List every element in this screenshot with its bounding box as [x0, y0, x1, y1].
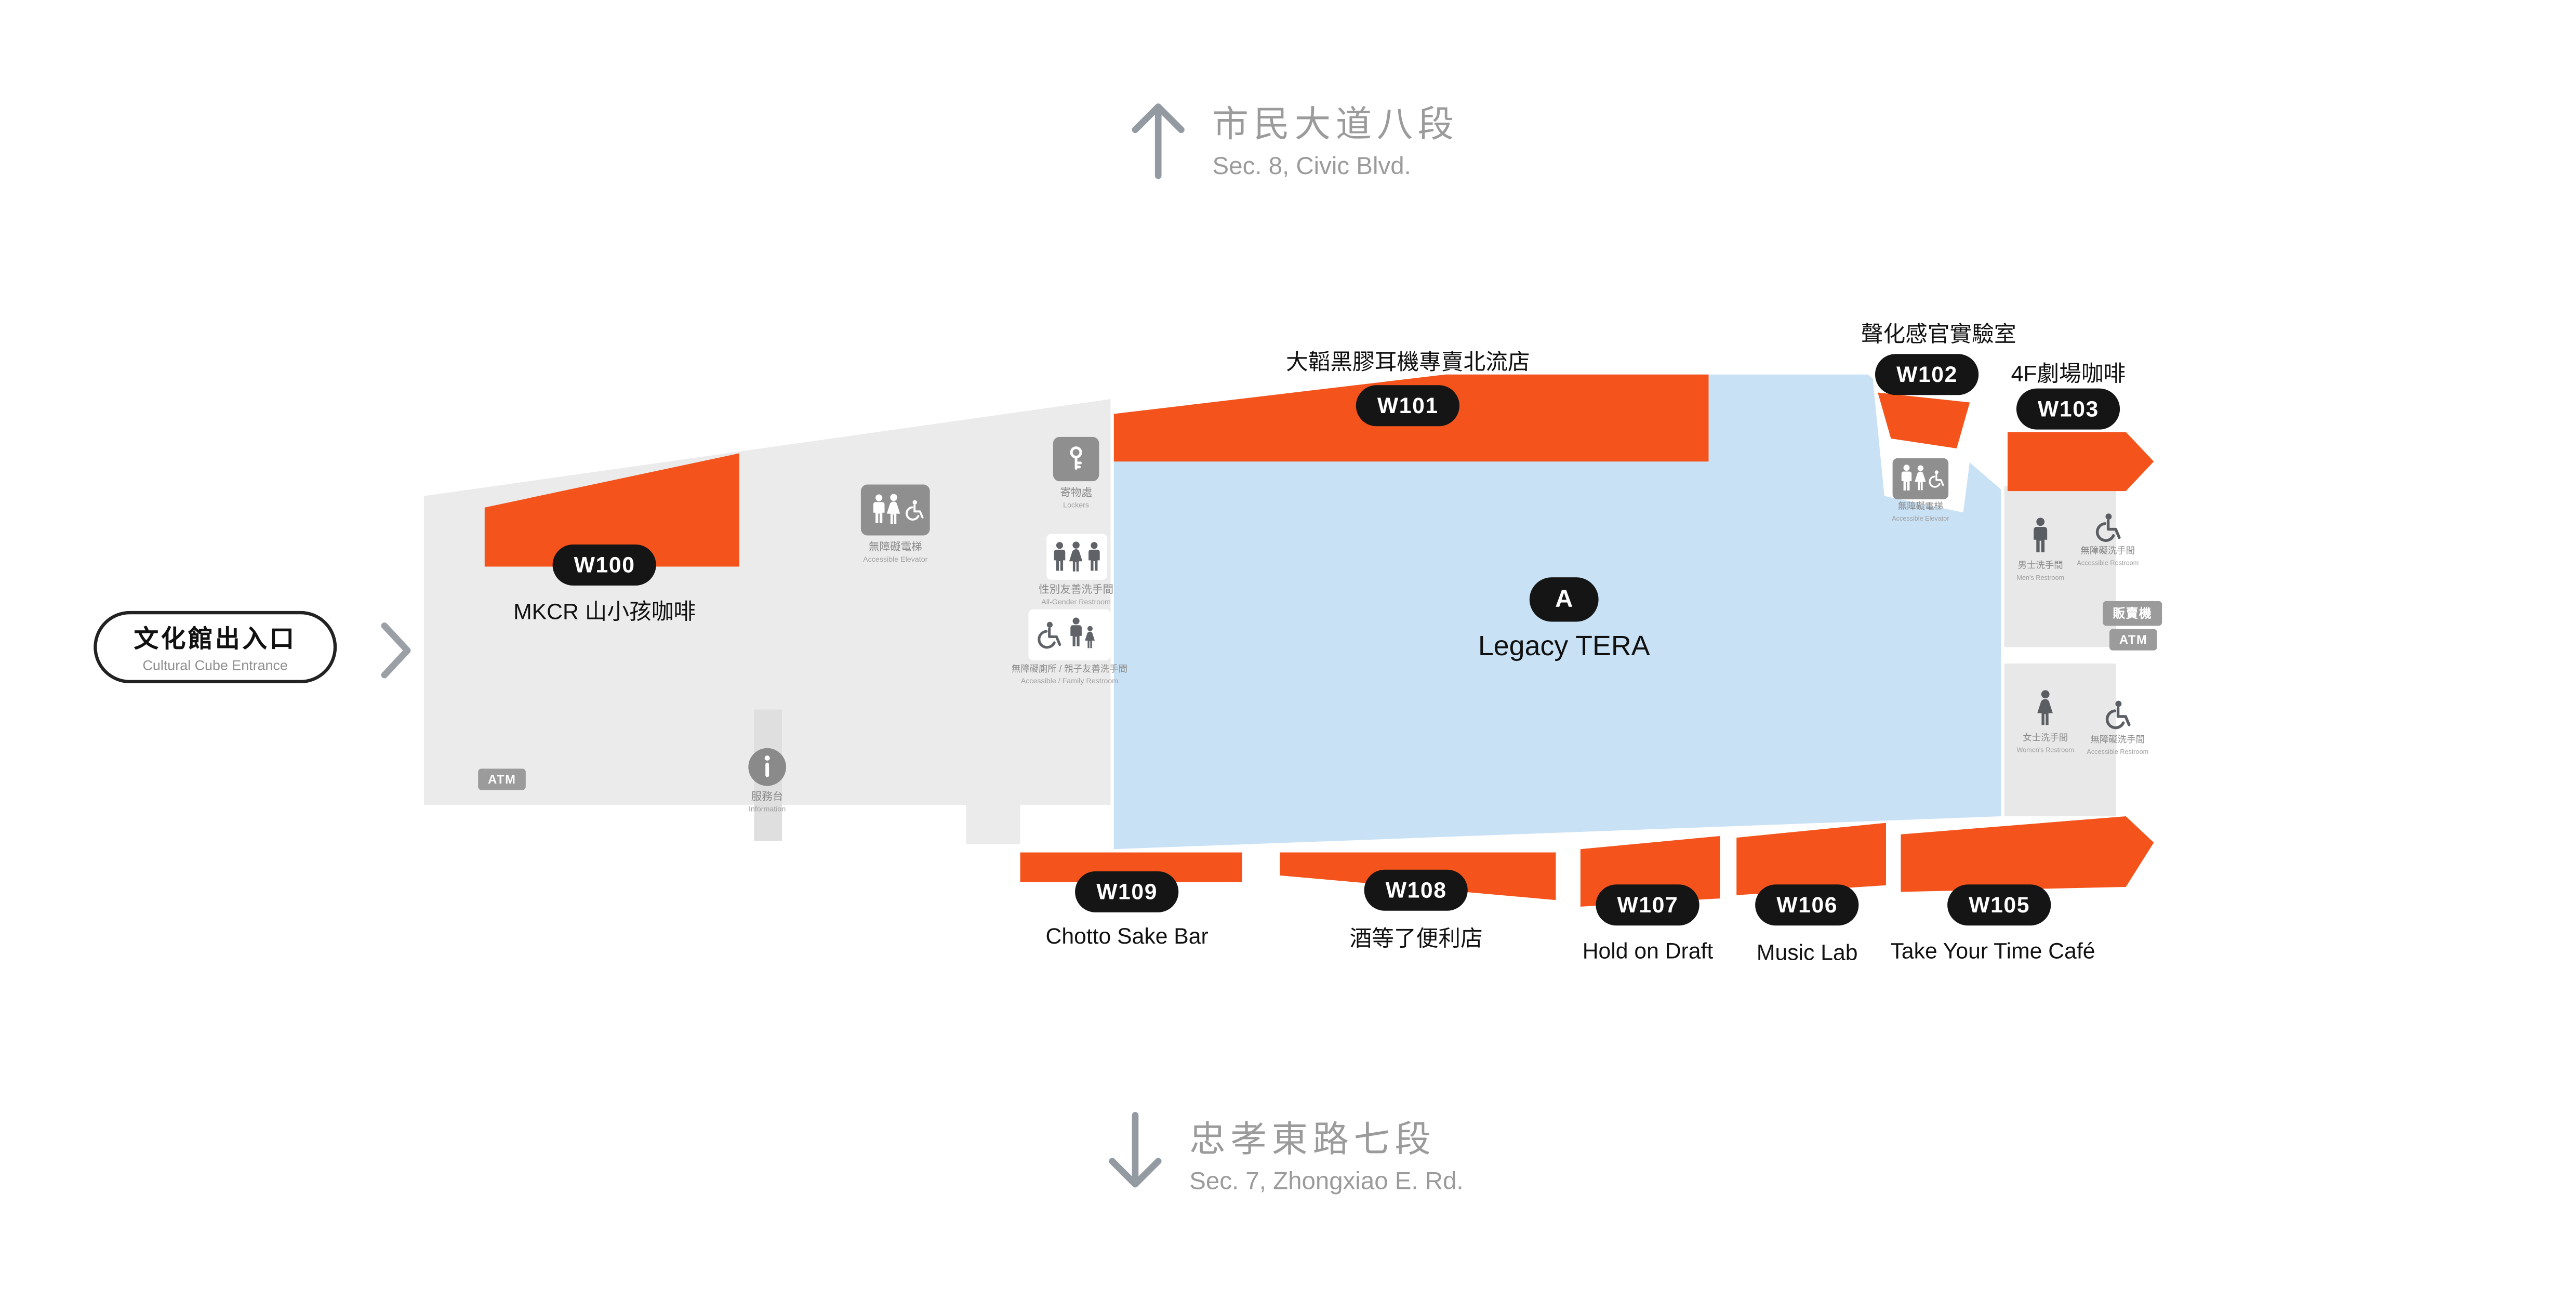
locker-label: 寄物處 Lockers — [1060, 488, 1092, 511]
entrance-label-en: Cultural Cube Entrance — [142, 657, 288, 674]
store-badge-w108: W108 — [1364, 869, 1468, 911]
street-top-name-en: Sec. 8, Civic Blvd. — [1212, 152, 1411, 181]
mens-restroom-label-zh: 男士洗手間 — [2017, 562, 2063, 572]
information-label: 服務台 Information — [749, 792, 786, 815]
arrow-up-icon — [1132, 103, 1185, 179]
store-name-w105: Take Your Time Café — [1890, 938, 2095, 963]
accessible-family-restroom-icon — [1028, 609, 1111, 660]
store-name-w108: 酒等了便利店 — [1349, 926, 1483, 951]
store-name-w100: MKCR 山小孩咖啡 — [513, 599, 696, 625]
mens-restroom-label: 男士洗手間 Men's Restroom — [2016, 562, 2064, 582]
street-bottom-name-en: Sec. 7, Zhongxiao E. Rd. — [1189, 1168, 1464, 1196]
vending-machine-badge: 販賣機 — [2103, 601, 2162, 626]
arrow-down-icon — [1109, 1111, 1162, 1188]
gender-restroom-label-en: All-Gender Restroom — [1041, 598, 1111, 607]
atm-badge-left: ATM — [478, 768, 526, 790]
street-top-name-zh: 市民大道八段 — [1212, 103, 1459, 145]
store-badge-w102: W102 — [1875, 354, 1980, 395]
locker-label-zh: 寄物處 — [1060, 487, 1092, 499]
family-restroom-label-en: Accessible / Family Restroom — [1020, 677, 1119, 685]
locker-icon — [1053, 436, 1099, 482]
restroom-block-divider — [2004, 647, 2116, 664]
family-restroom-label: 無障礙廁所 / 親子友善洗手間 Accessible / Family Rest… — [1012, 665, 1127, 686]
family-restroom-label-zh: 無障礙廁所 / 親子友善洗手間 — [1011, 665, 1128, 675]
store-area-w106 — [1736, 823, 1886, 895]
store-badge-w107: W107 — [1596, 884, 1700, 926]
locker-label-en: Lockers — [1063, 501, 1090, 510]
street-top-labels: 市民大道八段 Sec. 8, Civic Blvd. — [1212, 95, 1459, 181]
womens-restroom-label-en: Women's Restroom — [2016, 746, 2074, 754]
hall-name: Legacy TERA — [1478, 630, 1650, 662]
street-bottom-name-zh: 忠孝東路七段 — [1189, 1118, 1436, 1160]
store-badge-w103: W103 — [2016, 388, 2121, 430]
entrance-badge: 文化館出入口 Cultural Cube Entrance — [94, 611, 337, 683]
womens-restroom-label-zh: 女士洗手間 — [2023, 734, 2068, 744]
store-area-w100 — [484, 453, 739, 567]
information-label-zh: 服務台 — [751, 791, 784, 803]
accessible-elevator-icon — [860, 484, 930, 536]
accessible-restroom-2-label-zh: 無障礙洗手間 — [2090, 736, 2145, 746]
street-bottom-labels: 忠孝東路七段 Sec. 7, Zhongxiao E. Rd. — [1189, 1110, 1463, 1196]
store-badge-w109: W109 — [1075, 871, 1179, 912]
information-icon — [748, 748, 787, 786]
store-badge-w101: W101 — [1356, 385, 1460, 427]
store-name-w106: Music Lab — [1756, 940, 1858, 965]
store-name-w101: 大韜黑膠耳機專賣北流店 — [1286, 350, 1530, 375]
accessible-elevator-2-label: 無障礙電梯 Accessible Elevator — [1892, 502, 1949, 523]
store-badge-w106: W106 — [1755, 884, 1860, 926]
accessible-restroom-label-en: Accessible Restroom — [2077, 559, 2139, 567]
information-label-en: Information — [749, 805, 786, 814]
atm-badge-right: ATM — [2109, 629, 2158, 651]
gender-restroom-label: 性別友善洗手間 All-Gender Restroom — [1039, 585, 1113, 608]
store-name-w109: Chotto Sake Bar — [1045, 924, 1209, 949]
store-badge-w100: W100 — [552, 544, 657, 586]
gender-restroom-label-zh: 性別友善洗手間 — [1039, 585, 1114, 597]
store-area-w103 — [2007, 432, 2154, 492]
street-top: 市民大道八段 Sec. 8, Civic Blvd. — [1127, 95, 1459, 181]
store-name-w107: Hold on Draft — [1582, 938, 1714, 963]
accessible-restroom-2-label-en: Accessible Restroom — [2087, 747, 2149, 756]
accessible-restroom-label: 無障礙洗手間 Accessible Restroom — [2077, 547, 2139, 567]
gender-friendly-restroom-icon — [1046, 534, 1108, 580]
accessible-restroom-label-zh: 無障礙洗手間 — [2080, 547, 2135, 557]
store-area-w105 — [1901, 816, 2154, 892]
hall-badge: A — [1529, 577, 1599, 622]
accessible-elevator-2-label-en: Accessible Elevator — [1892, 514, 1949, 523]
chevron-right-icon — [381, 622, 411, 679]
accessible-elevator-icon-2 — [1892, 458, 1949, 499]
store-badge-w105: W105 — [1947, 884, 2052, 926]
street-bottom: 忠孝東路七段 Sec. 7, Zhongxiao E. Rd. — [1104, 1110, 1464, 1196]
entrance-label-zh: 文化館出入口 — [134, 626, 297, 654]
mens-restroom-label-en: Men's Restroom — [2016, 573, 2065, 582]
accessible-elevator-label: 無障礙電梯 Accessible Elevator — [863, 542, 927, 565]
store-name-w102: 聲化感官實驗室 — [1861, 322, 2016, 347]
accessible-elevator-2-label-zh: 無障礙電梯 — [1897, 502, 1943, 513]
accessible-elevator-label-en: Accessible Elevator — [863, 555, 928, 564]
store-area-w102 — [1878, 392, 1970, 448]
store-name-w103: 4F劇場咖啡 — [2011, 361, 2126, 386]
womens-restroom-label: 女士洗手間 Women's Restroom — [2016, 734, 2074, 754]
accessible-elevator-label-zh: 無障礙電梯 — [868, 542, 922, 554]
accessible-restroom-2-label: 無障礙洗手間 Accessible Restroom — [2087, 736, 2148, 756]
